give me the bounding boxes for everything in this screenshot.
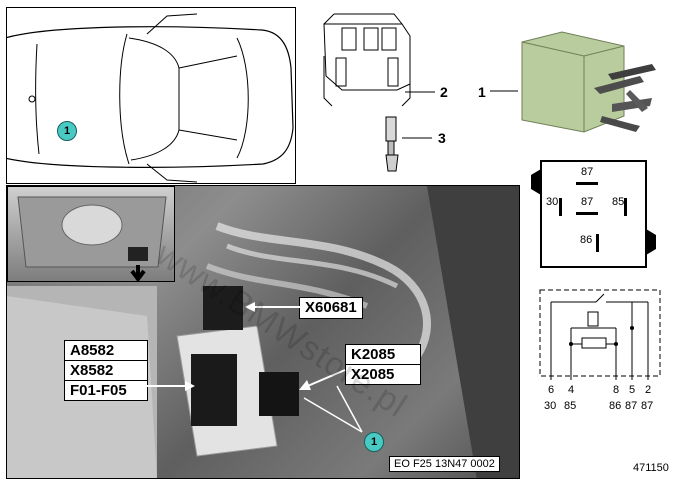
terminal-label-85: 85 [612,196,625,208]
schematic-pin-4: 4 [568,384,575,396]
part-number-1: 1 [478,84,486,100]
engine-bay-icon [17,196,167,283]
schematic-terminal-85: 85 [564,400,577,412]
schematic-pin-8: 8 [613,384,620,396]
car-position-badge: 1 [57,121,77,141]
schematic-terminal-86: 86 [609,400,622,412]
terminal-blades-icon [559,182,627,252]
callout-arrow-x60681 [245,302,301,312]
callout-relay: K2085 X2085 [345,344,421,385]
terminal-label-87-center: 87 [581,196,594,208]
callout-f01-f05: F01-F05 [70,382,127,399]
callout-control-unit: A8582 X8582 F01-F05 [64,340,148,401]
leader-line-2 [405,91,435,93]
schematic-pin-2: 2 [645,384,652,396]
connector-housing-icon [323,13,411,107]
relay-terminal-face: 87 30 87 85 86 [540,160,647,268]
installation-photo: X60681 A8582 X8582 F01-F05 K2085 X2085 1… [6,185,520,479]
terminal-label-87-top: 87 [581,166,594,178]
schematic-pin-6: 6 [548,384,555,396]
terminal-contact-icon [385,116,399,172]
leader-line-1 [490,90,518,92]
terminal-label-30: 30 [546,196,559,208]
terminal-label-86: 86 [580,234,593,246]
callout-arrow-relay [299,369,346,390]
callout-x60681: X60681 [299,297,363,319]
leader-line-3 [402,137,432,139]
photo-caption: EO F25 13N47 0002 [389,456,500,472]
engine-bay-inset [7,186,175,283]
callout-arrow-control-unit [147,381,195,391]
schematic-terminal-30: 30 [544,400,557,412]
photo-position-badge: 1 [364,432,384,452]
callout-k2085: K2085 [346,345,420,365]
callout-x8582: X8582 [65,361,147,381]
diagram-id: 471150 [633,462,669,474]
car-location-box: 1 [6,7,296,184]
callout-a8582: A8582 [65,341,147,361]
relay-schematic [539,289,661,380]
part-number-3: 3 [438,130,446,146]
part-number-2: 2 [440,84,448,100]
relay-mounting-tab-left [531,169,541,195]
callout-x2085: X2085 [351,366,395,383]
relay-mounting-tab-right [646,229,656,255]
schematic-pin-row: 6 4 8 5 2 30 85 86 87 87 [538,378,664,418]
car-outline-icon [7,13,294,183]
relay-icon [521,31,656,133]
schematic-terminal-87a: 87 [625,400,638,412]
schematic-pin-5: 5 [629,384,636,396]
schematic-terminal-87b: 87 [641,400,654,412]
